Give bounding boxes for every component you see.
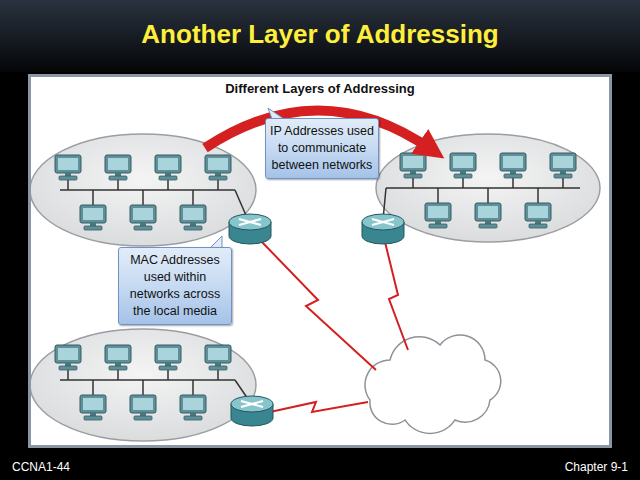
diagram-panel: Different Layers of Addressing IP Address… bbox=[28, 74, 612, 448]
wan-cloud bbox=[365, 335, 501, 433]
title-band bbox=[0, 0, 640, 72]
box-text: IP Addresses used to communicate between… bbox=[270, 123, 374, 174]
lan-bottom-left bbox=[30, 329, 256, 441]
mac-callout: MAC Addresses used within networks acros… bbox=[118, 247, 232, 325]
router-icon bbox=[362, 214, 404, 244]
router-icon bbox=[231, 396, 273, 426]
lan-top-left bbox=[30, 134, 256, 246]
router-icon bbox=[229, 214, 271, 244]
slide-title: Another Layer of Addressing bbox=[0, 18, 640, 50]
ip-callout: IP Addresses used to communicate between… bbox=[265, 118, 379, 179]
slide-number: CCNA1-44 bbox=[12, 460, 70, 474]
panel-ground bbox=[28, 74, 612, 448]
lan-top-right bbox=[376, 134, 600, 242]
chapter-number: Chapter 9-1 bbox=[565, 460, 628, 474]
box-text: Different Layers of Addressing bbox=[31, 81, 609, 97]
box-text: MAC Addresses used within networks acros… bbox=[123, 252, 227, 320]
serial-link bbox=[260, 240, 408, 412]
